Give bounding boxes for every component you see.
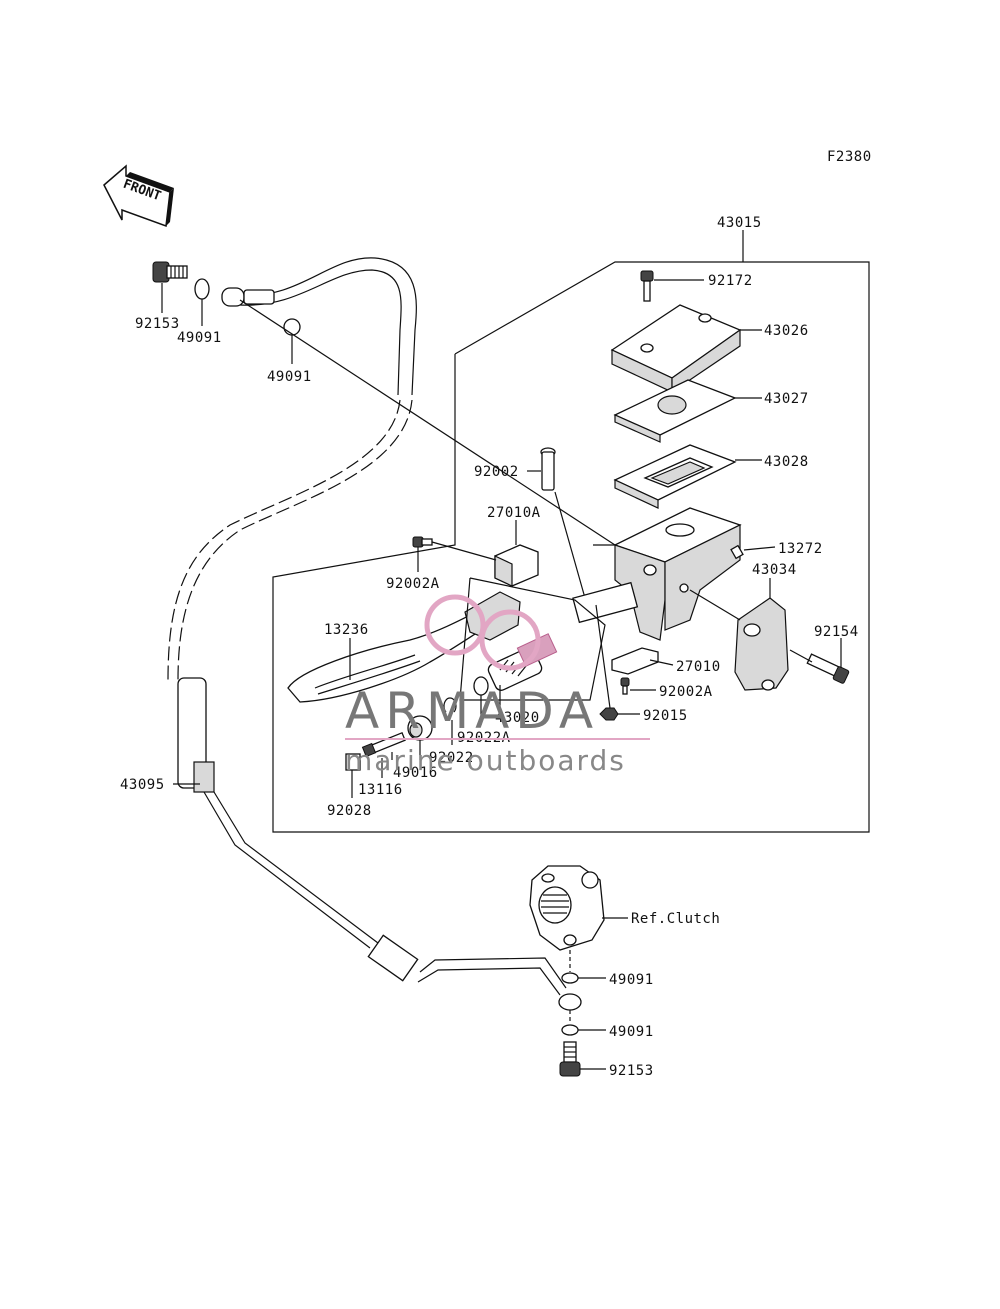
watermark-tagline: marine outboards [345, 744, 626, 777]
banjo-fitting-icon [558, 993, 582, 1011]
label-49091-top-b: 49091 [267, 369, 312, 385]
diaphragm-43028-icon [613, 444, 737, 509]
label-92028: 92028 [327, 803, 372, 819]
watermark-brand: ARMADA [345, 682, 599, 740]
pivot-bolt-92002-icon [540, 447, 556, 491]
label-43034: 43034 [752, 562, 797, 578]
banjo-bolt-top-icon [152, 261, 188, 283]
banjo-bolt-bottom-icon [559, 1041, 581, 1077]
screw-13272-icon [730, 544, 744, 560]
label-92015: 92015 [643, 708, 688, 724]
label-49091-bottom-b: 49091 [609, 1024, 654, 1040]
nut-92015-icon [599, 707, 619, 721]
clutch-hose [167, 257, 567, 996]
reservoir-cap-43026-icon [610, 304, 742, 394]
label-92022: 92022 [429, 750, 474, 766]
label-43028: 43028 [764, 454, 809, 470]
label-92154: 92154 [814, 624, 859, 640]
label-49091-top-a: 49091 [177, 330, 222, 346]
label-43095: 43095 [120, 777, 165, 793]
washer-bottom-a-icon [561, 972, 579, 984]
label-92172: 92172 [708, 273, 753, 289]
label-43020: 43020 [495, 710, 540, 726]
label-13272: 13272 [778, 541, 823, 557]
label-13116: 13116 [358, 782, 403, 798]
armada-watermark: ARMADA marine outboards [345, 594, 650, 777]
washer-bottom-b-icon [561, 1024, 579, 1036]
clutch-slave-cylinder-icon [529, 865, 605, 951]
label-43027: 43027 [764, 391, 809, 407]
switch-27010A-icon [494, 544, 539, 587]
screw-92172-icon [640, 270, 654, 302]
master-cylinder-body-icon [572, 507, 742, 641]
circlip-92022-icon [443, 697, 457, 713]
label-43015: 43015 [717, 215, 762, 231]
clamp-43034-icon [734, 597, 789, 691]
label-13236: 13236 [324, 622, 369, 638]
label-49091-bottom-a: 49091 [609, 972, 654, 988]
label-92153-top: 92153 [135, 316, 180, 332]
label-27010A: 27010A [487, 505, 541, 521]
label-92153-bottom: 92153 [609, 1063, 654, 1079]
label-92002A-bottom: 92002A [659, 684, 713, 700]
washer-top-a-icon [194, 278, 210, 300]
figure-code: F2380 [827, 149, 872, 165]
label-49016: 49016 [393, 765, 438, 781]
front-arrow-icon: FRONT [103, 164, 174, 228]
switch-27010-icon [611, 647, 659, 675]
label-92002A-top: 92002A [386, 576, 440, 592]
washer-top-b-icon [283, 318, 301, 336]
screw-92002A-top-icon [412, 536, 433, 548]
assembly-43015-frame [272, 230, 870, 833]
ref-clutch-label: Ref.Clutch [631, 911, 720, 927]
screw-92002A-bottom-icon [620, 677, 630, 695]
plate-43027-icon [613, 379, 737, 443]
nut-13116-icon [345, 753, 361, 771]
label-43026: 43026 [764, 323, 809, 339]
bolt-92154-icon [806, 653, 850, 684]
label-27010: 27010 [676, 659, 721, 675]
label-92002: 92002 [474, 464, 519, 480]
